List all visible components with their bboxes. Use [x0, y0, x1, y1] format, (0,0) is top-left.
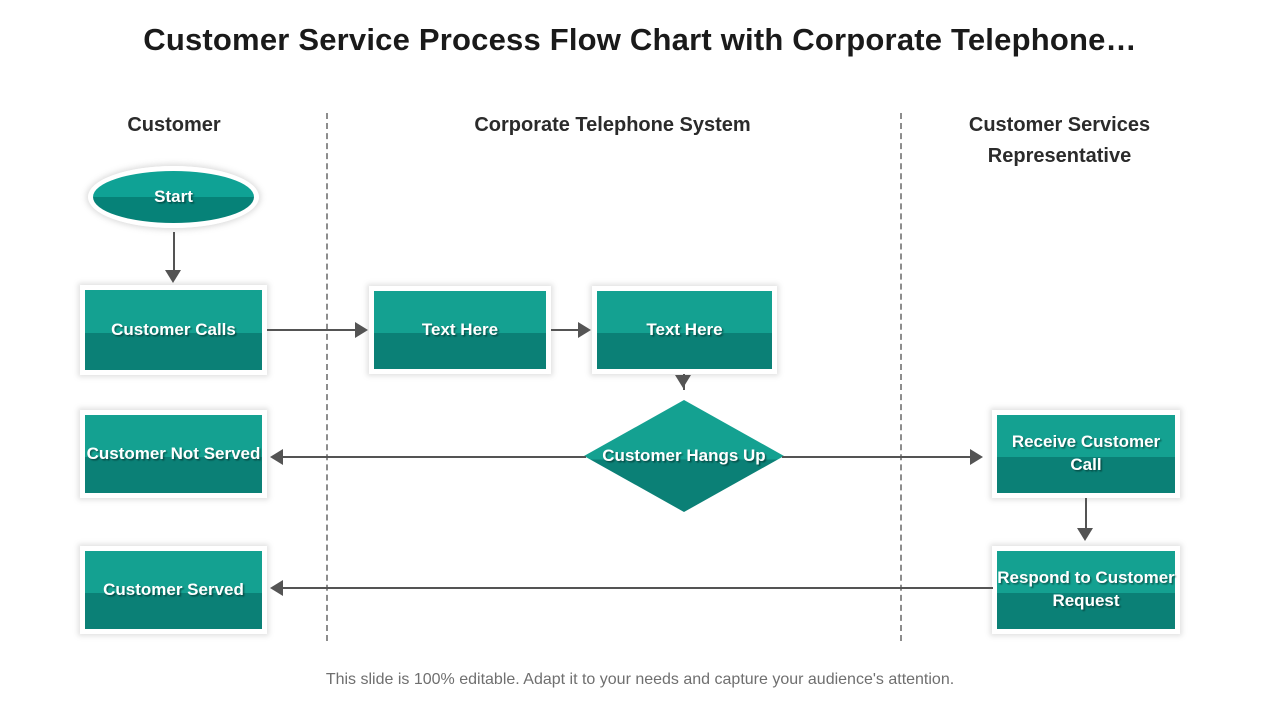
connector-hangs-up-to-receive-customer-call-line	[782, 456, 972, 458]
node-start[interactable]: Start	[88, 166, 259, 228]
connector-text-here-1-to-text-here-2-line	[551, 329, 581, 331]
connector-receive-to-respond-line	[1085, 498, 1087, 533]
connector-start-to-customer-calls-arrowhead	[165, 270, 181, 283]
connector-start-to-customer-calls-line	[173, 232, 175, 272]
node-respond-to-request[interactable]: Respond to Customer Request	[992, 546, 1180, 634]
node-text-here-2-label: Text Here	[646, 319, 723, 339]
connector-receive-to-respond-arrowhead	[1077, 528, 1093, 541]
node-customer-served-label: Customer Served	[103, 579, 244, 599]
node-customer-hangs-up-label: Customer Hangs Up	[602, 445, 766, 465]
connector-text-here-1-to-text-here-2-arrowhead	[578, 322, 591, 338]
connector-respond-to-customer-served-arrowhead	[270, 580, 283, 596]
node-customer-not-served-label: Customer Not Served	[86, 443, 261, 463]
connector-hangs-up-to-customer-not-served-line	[281, 456, 586, 458]
node-customer-hangs-up[interactable]: Customer Hangs Up	[579, 395, 789, 517]
node-customer-served[interactable]: Customer Served	[80, 546, 267, 634]
connector-hangs-up-to-customer-not-served-arrowhead	[270, 449, 283, 465]
lane-header-corporate-telephone-system: Corporate Telephone System	[474, 114, 751, 136]
node-text-here-2[interactable]: Text Here	[592, 286, 777, 374]
lane-header-customer: Customer	[127, 114, 221, 136]
page-title: Customer Service Process Flow Chart with…	[143, 22, 1137, 57]
node-customer-calls[interactable]: Customer Calls	[80, 285, 267, 375]
node-customer-not-served[interactable]: Customer Not Served	[80, 410, 267, 498]
node-receive-customer-call[interactable]: Receive Customer Call	[992, 410, 1180, 498]
lane-divider-telephone-representative	[900, 113, 902, 641]
connector-text-here-2-to-hangs-up-arrowhead	[675, 375, 691, 388]
lane-divider-customer-telephone	[326, 113, 328, 641]
lane-header-customer-services-representative: Customer Services Representative	[968, 114, 1151, 167]
node-customer-calls-label: Customer Calls	[111, 319, 236, 339]
connector-hangs-up-to-receive-customer-call-arrowhead	[970, 449, 983, 465]
footer-note: This slide is 100% editable. Adapt it to…	[325, 671, 955, 688]
node-text-here-1[interactable]: Text Here	[369, 286, 551, 374]
connector-respond-to-customer-served-line	[281, 587, 993, 589]
node-start-label: Start	[154, 186, 193, 206]
connector-customer-calls-to-text-here-1-arrowhead	[355, 322, 368, 338]
node-text-here-1-label: Text Here	[421, 319, 499, 339]
node-respond-to-request-label: Respond to Customer Request	[997, 568, 1175, 610]
node-receive-customer-call-label: Receive Customer Call	[1011, 432, 1161, 474]
connector-customer-calls-to-text-here-1-line	[267, 329, 357, 331]
